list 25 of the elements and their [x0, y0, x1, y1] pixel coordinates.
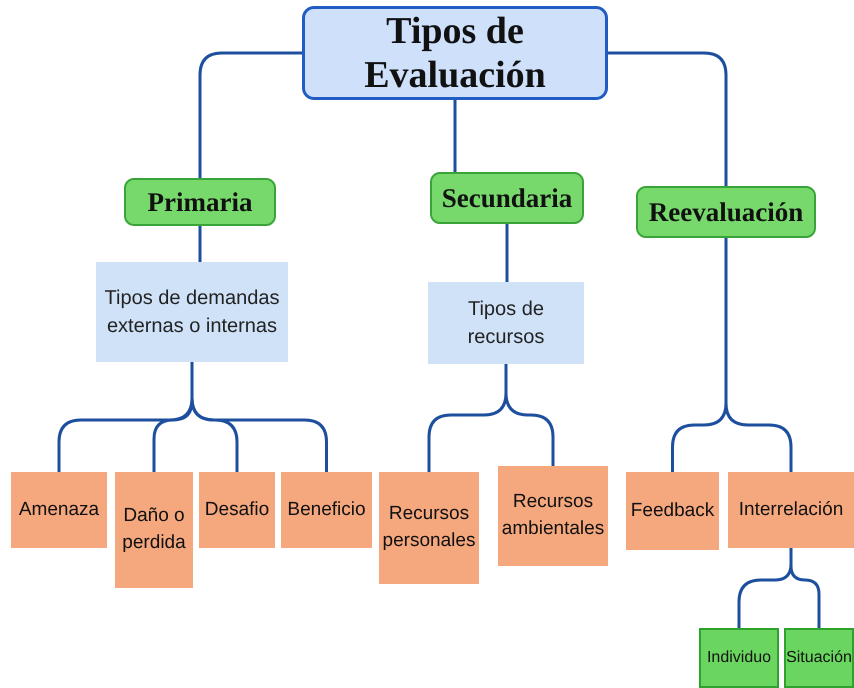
category-box: Secundaria — [430, 172, 584, 224]
connector-line — [198, 226, 202, 262]
connector-line — [504, 364, 554, 466]
item-box: Recursos personales — [379, 472, 479, 584]
subitem-box: Situación — [784, 628, 854, 688]
connector-line — [724, 238, 792, 472]
connector-line — [198, 52, 302, 178]
item-box: Amenaza — [11, 472, 107, 548]
connector-line — [506, 224, 508, 282]
item-box: Interrelación — [728, 472, 854, 548]
item-box: Beneficio — [281, 472, 372, 548]
subitem-box: Individuo — [699, 628, 779, 688]
topic-box: Tipos de demandas externas o internas — [96, 262, 288, 362]
connector-line — [608, 52, 728, 186]
item-box: Recursos ambientales — [498, 466, 608, 566]
item-box: Feedback — [626, 472, 719, 550]
connector-line — [790, 548, 820, 628]
item-box: Desafio — [199, 472, 275, 548]
topic-box: Tipos de recursos — [428, 282, 584, 364]
connector-line — [454, 100, 456, 172]
item-box: Daño o perdida — [115, 472, 193, 588]
title-box: Tipos de Evaluación — [302, 6, 608, 100]
category-box: Primaria — [124, 178, 276, 226]
connector-line — [190, 362, 328, 472]
category-box: Reevaluación — [636, 186, 816, 238]
